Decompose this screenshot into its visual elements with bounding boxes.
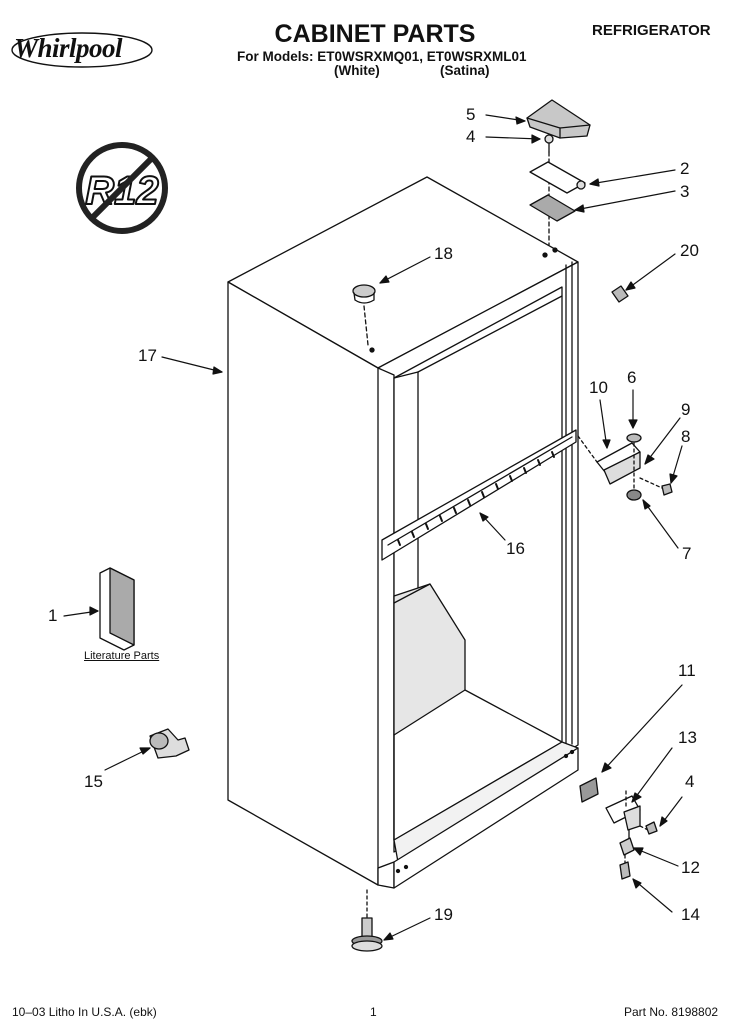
category-label: REFRIGERATOR [592,22,711,39]
callout-16: 16 [506,539,525,558]
footer-litho: 10–03 Litho In U.S.A. (ebk) [12,1005,157,1019]
literature-book [99,567,135,651]
callout-3: 3 [680,182,690,201]
callout-17: 17 [138,346,157,365]
callout-18: 18 [434,244,453,263]
footer-part-number: Part No. 8198802 [624,1005,719,1019]
callout-19: 19 [434,905,453,924]
top-hole [369,347,375,353]
callout-4-bottom: 4 [685,772,695,791]
callout-14: 14 [681,905,700,924]
cabinet-plug [352,284,376,346]
hinge-cover [526,99,591,139]
logo-oval [11,32,153,68]
leader-lines [63,114,683,941]
callout-5: 5 [466,105,476,124]
hinge-shim [529,194,576,222]
callout-11: 11 [678,661,696,680]
variant-white: (White) [334,63,380,78]
wire-clip [149,728,190,759]
trim-clip [611,285,629,303]
literature-parts-label: Literature Parts [84,650,160,662]
page-title: CABINET PARTS [274,20,476,48]
center-rail [381,429,577,561]
callout-10: 10 [589,378,608,397]
top-hole [552,247,558,253]
variant-satina: (Satina) [440,63,490,78]
callout-20: 20 [680,241,699,260]
callout-1: 1 [48,606,58,625]
top-hinge [529,161,586,194]
callout-8: 8 [681,427,691,446]
callout-12: 12 [681,858,700,877]
center-hinge-assembly [577,433,673,501]
cabinet-shell [227,176,579,889]
hinge-screw [544,134,554,153]
callout-13: 13 [678,728,697,747]
callout-9: 9 [681,400,691,419]
callout-15: 15 [84,772,103,791]
bottom-hinge-assembly [579,777,658,880]
callout-7: 7 [682,544,692,563]
top-hole [542,252,548,258]
callout-4-top: 4 [466,127,476,146]
leveling-leg [351,889,383,952]
footer-page-number: 1 [370,1005,377,1019]
callout-6: 6 [627,368,637,387]
callout-2: 2 [680,159,690,178]
no-r12-badge: R12 [76,142,168,234]
models-line: For Models: ET0WSRXMQ01, ET0WSRXML01 [237,49,527,64]
